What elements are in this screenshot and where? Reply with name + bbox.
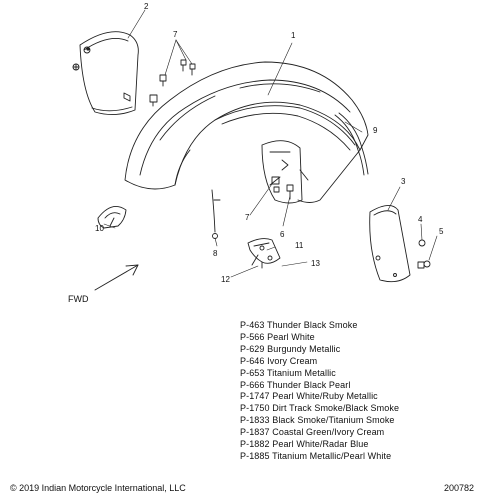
paint-color-name: Thunder Black Smoke xyxy=(266,320,358,330)
paint-code-row: P-653 Titanium Metallic xyxy=(240,368,490,380)
paint-code-row: P-566 Pearl White xyxy=(240,332,490,344)
fender-tip-part xyxy=(97,205,127,229)
callout-4: 4 xyxy=(418,215,423,224)
paint-color-name: Titanium Metallic/Pearl White xyxy=(272,450,392,461)
paint-color-name: Burgundy Metallic xyxy=(267,343,341,354)
paint-color-name: Thunder Black Pearl xyxy=(266,379,351,390)
paint-code-row: P-666 Thunder Black Pearl xyxy=(240,380,490,392)
paint-code-row: P-1882 Pearl White/Radar Blue xyxy=(240,439,490,451)
paint-code: P-666 xyxy=(240,379,265,390)
paint-color-name: Pearl White xyxy=(267,331,315,342)
callout-1: 1 xyxy=(291,31,296,40)
rear-fender-part xyxy=(124,61,369,204)
callout-11: 11 xyxy=(295,241,304,250)
copyright-notice: © 2019 Indian Motorcycle International, … xyxy=(10,483,186,493)
paint-code: P-1882 xyxy=(240,439,270,450)
paint-code: P-629 xyxy=(240,343,265,354)
fastener-nuts-right xyxy=(417,239,431,269)
callout-number-labels: 1 2 3 4 5 6 7 7 8 9 10 11 12 13 FWD xyxy=(68,2,444,304)
fastener-bolts-top xyxy=(149,59,196,107)
paint-color-name: Pearl White/Ruby Metallic xyxy=(272,391,378,402)
wire-bracket-part xyxy=(211,189,221,239)
paint-code-row: P-1837 Coastal Green/Ivory Cream xyxy=(240,427,490,439)
drawing-number: 200782 xyxy=(444,483,475,493)
callout-13: 13 xyxy=(311,259,320,268)
paint-color-name: Titanium Metallic xyxy=(266,367,336,378)
paint-color-name: Dirt Track Smoke/Black Smoke xyxy=(272,403,400,414)
callout-6: 6 xyxy=(280,230,285,239)
fwd-label: FWD xyxy=(68,294,89,304)
paint-code: P-566 xyxy=(240,331,265,342)
paint-code-row: P-646 Ivory Cream xyxy=(240,356,490,368)
fender-trim-strip-part xyxy=(334,112,369,176)
paint-code-row: P-1833 Black Smoke/Titanium Smoke xyxy=(240,415,490,427)
paint-color-name: Coastal Green/Ivory Cream xyxy=(272,427,385,438)
callout-8: 8 xyxy=(213,249,218,258)
callout-leader-lines xyxy=(103,9,438,278)
callout-12: 12 xyxy=(221,275,230,284)
fastener-bolts-center xyxy=(271,176,294,200)
paint-code: P-1833 xyxy=(240,415,270,426)
right-fender-trim-part xyxy=(369,205,411,283)
callout-9: 9 xyxy=(373,126,378,135)
paint-code: P-463 xyxy=(240,320,265,330)
paint-color-name: Black Smoke/Titanium Smoke xyxy=(272,415,395,426)
paint-code: P-653 xyxy=(240,367,265,378)
callout-10: 10 xyxy=(95,224,104,233)
paint-code: P-1747 xyxy=(240,391,270,402)
paint-color-name: Pearl White/Radar Blue xyxy=(272,439,369,450)
paint-color-name: Ivory Cream xyxy=(267,355,318,366)
paint-code: P-1885 xyxy=(240,450,270,461)
callout-3: 3 xyxy=(401,177,406,186)
paint-code-row: P-1747 Pearl White/Ruby Metallic xyxy=(240,391,490,403)
paint-code-row: P-629 Burgundy Metallic xyxy=(240,344,490,356)
paint-code-row: P-463 Thunder Black Smoke xyxy=(240,320,490,332)
paint-code: P-646 xyxy=(240,355,265,366)
forward-direction-arrow xyxy=(94,264,139,291)
callout-2: 2 xyxy=(144,2,149,11)
paint-code: P-1750 xyxy=(240,403,270,414)
callout-7-top: 7 xyxy=(173,30,178,39)
callout-7-center: 7 xyxy=(245,213,250,222)
left-fender-trim-part xyxy=(72,31,139,115)
callout-5: 5 xyxy=(439,227,444,236)
mounting-bracket-part xyxy=(247,238,281,269)
paint-code-row: P-1750 Dirt Track Smoke/Black Smoke xyxy=(240,403,490,415)
paint-code: P-1837 xyxy=(240,427,270,438)
paint-code-row: P-1885 Titanium Metallic/Pearl White xyxy=(240,451,490,463)
